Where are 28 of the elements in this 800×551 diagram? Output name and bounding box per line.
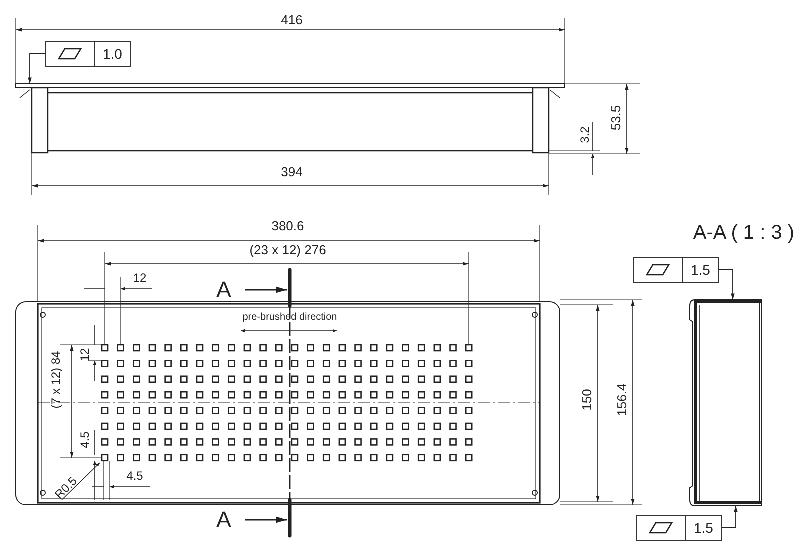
dimension-value: 150 <box>580 389 594 411</box>
tolerance-frame <box>45 41 132 67</box>
tolerance-value: 1.0 <box>102 45 124 64</box>
dimension-value: 3.2 <box>579 126 591 144</box>
note-text: pre-brushed direction <box>242 313 338 323</box>
side-view-drawing <box>16 84 566 154</box>
tolerance-frame <box>636 515 722 541</box>
leader-line <box>28 54 46 84</box>
leader-line <box>718 270 735 300</box>
section-view-drawing <box>690 300 762 506</box>
dimension-value: (23 x 12) 276 <box>250 244 326 256</box>
section-letter: A <box>216 279 232 301</box>
dimension-value: 416 <box>281 14 303 26</box>
section-letter: A <box>216 509 232 531</box>
dimension-value: 380.6 <box>272 220 304 232</box>
dimension-value: 12 <box>133 272 147 284</box>
dimension-value: 394 <box>281 166 303 178</box>
dimension-value: 4.5 <box>126 470 144 482</box>
dimension-value: 156.4 <box>616 384 628 416</box>
leader-line <box>722 506 738 528</box>
dimension-value: 12 <box>79 348 91 362</box>
dimension-value: (7 x 12) 84 <box>50 351 62 409</box>
dimension-value: 4.5 <box>79 432 91 448</box>
tolerance-value: 1.5 <box>690 261 712 280</box>
tolerance-frame <box>633 257 720 283</box>
section-title: A-A ( 1 : 3 ) <box>693 223 795 243</box>
tolerance-value: 1.5 <box>693 519 714 538</box>
dimension-value: 53.5 <box>610 105 622 131</box>
